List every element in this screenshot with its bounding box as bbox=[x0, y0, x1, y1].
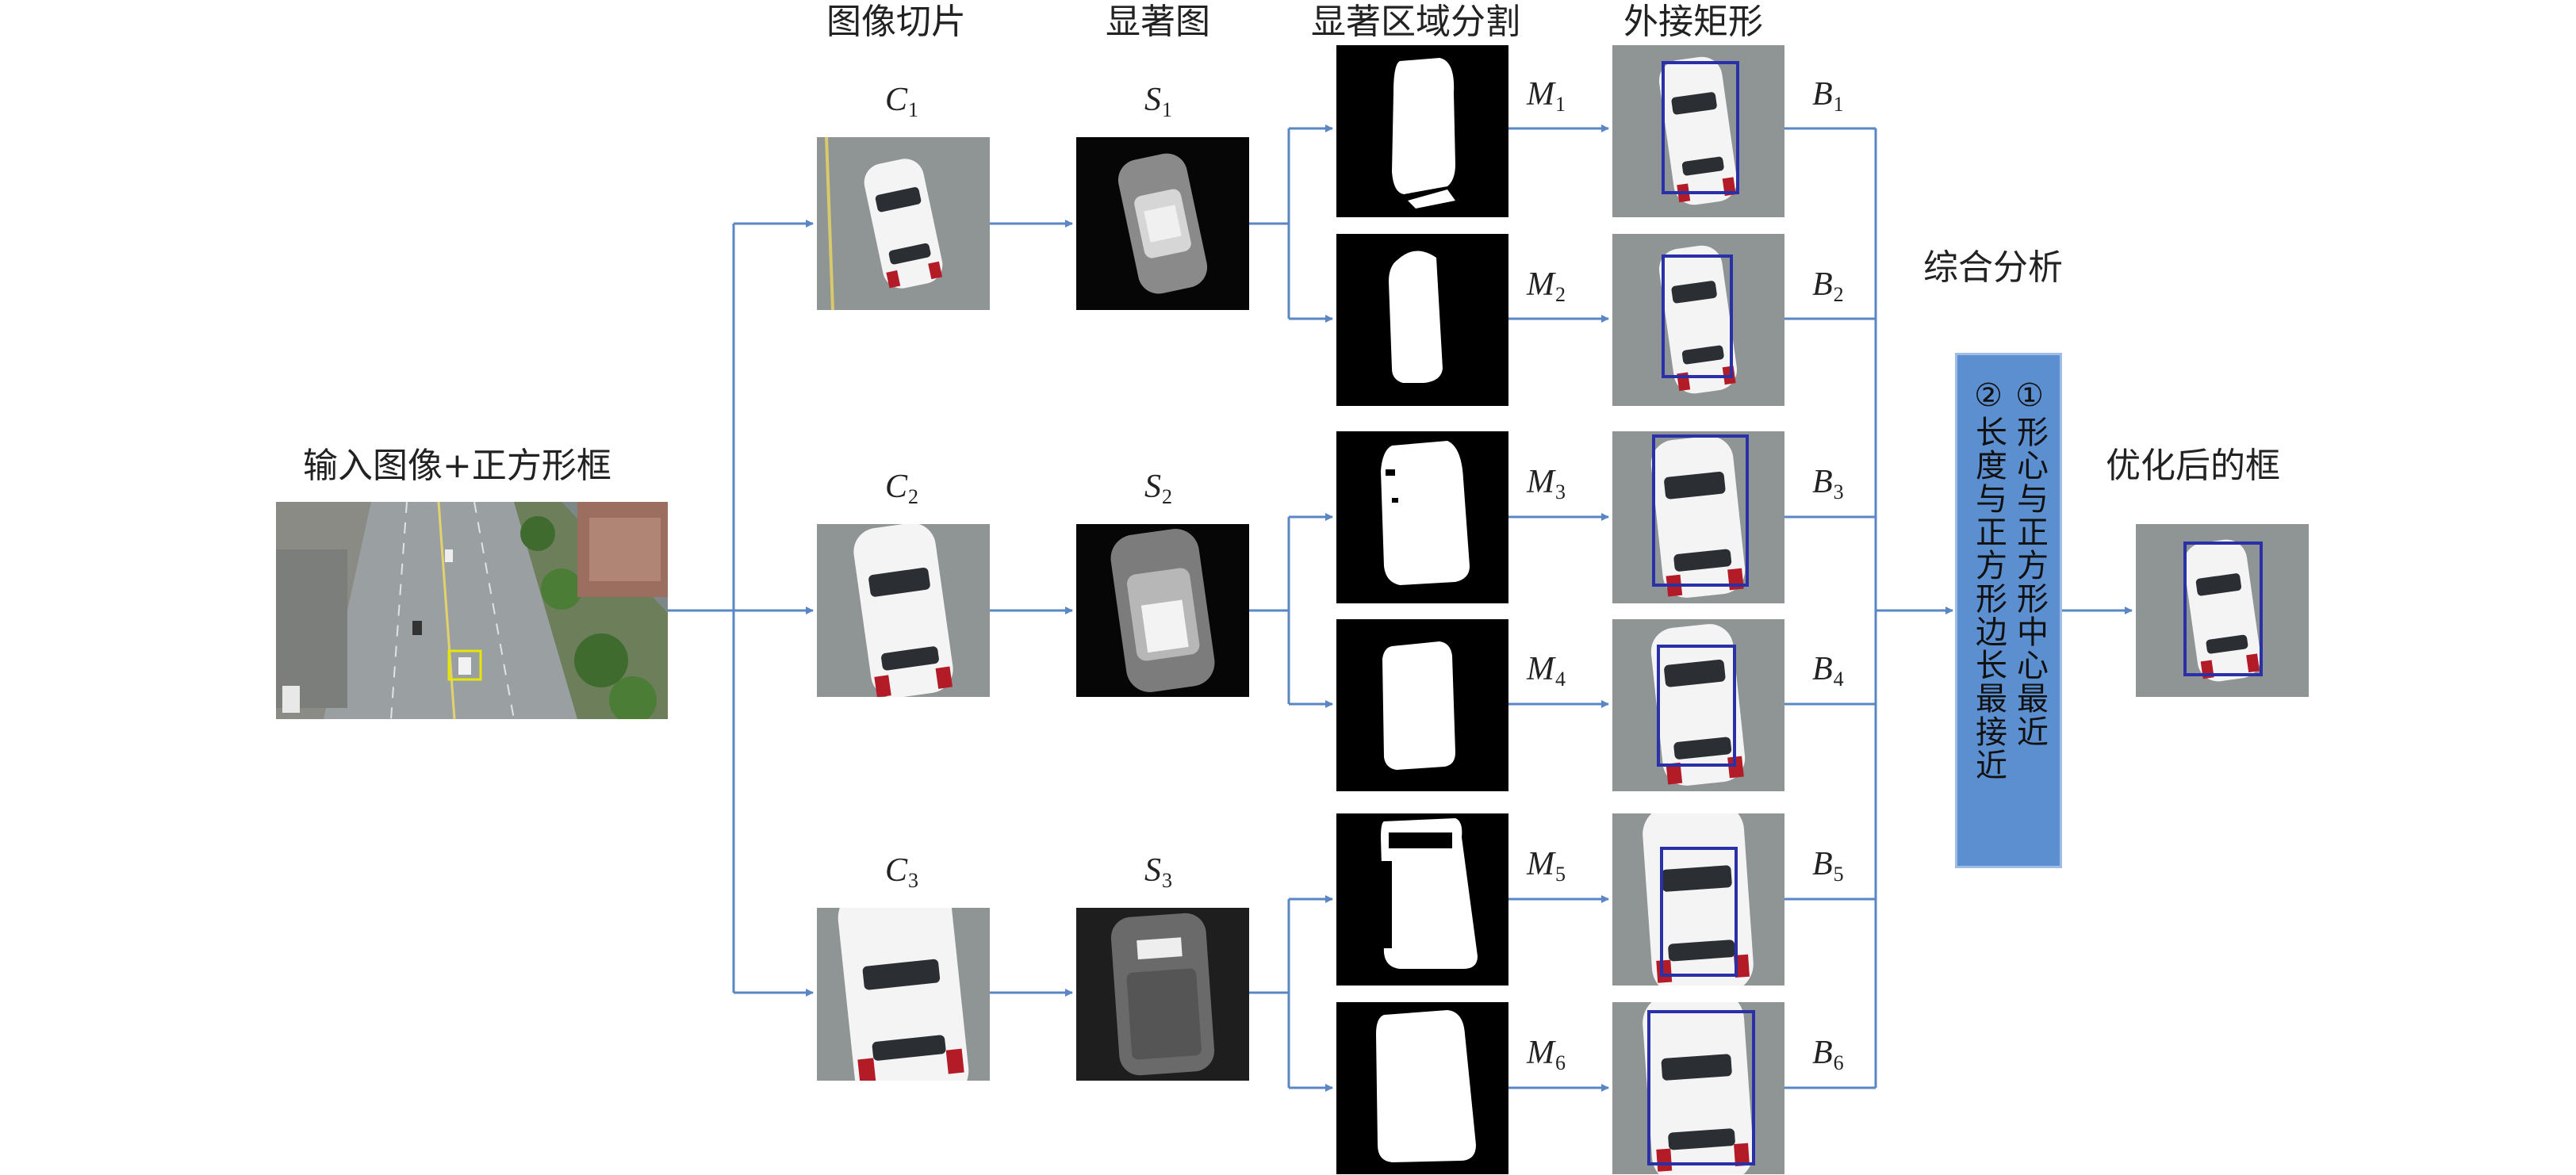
header-salient-segmentation: 显著区域分割 bbox=[1311, 2, 1520, 42]
label-M2: M2 bbox=[1527, 266, 1566, 306]
criterion-2: ②长度与正方形边长最接近 bbox=[1970, 377, 2007, 782]
label-C3: C3 bbox=[885, 852, 919, 892]
label-B6: B6 bbox=[1812, 1035, 1844, 1074]
label-C2: C2 bbox=[885, 469, 919, 508]
analysis-title: 综合分析 bbox=[1923, 247, 2063, 288]
mask-m3 bbox=[1336, 431, 1508, 603]
label-B5: B5 bbox=[1812, 846, 1844, 886]
slice-image-c2 bbox=[817, 524, 990, 697]
input-square-marker bbox=[447, 649, 482, 681]
header-saliency-map: 显著图 bbox=[1106, 2, 1210, 42]
bbox-image-b1 bbox=[1612, 45, 1784, 217]
label-S1: S1 bbox=[1144, 82, 1172, 121]
input-title: 输入图像+正方形框 bbox=[303, 446, 611, 486]
label-M1: M1 bbox=[1527, 76, 1566, 116]
label-B1: B1 bbox=[1812, 76, 1844, 116]
label-M4: M4 bbox=[1527, 651, 1566, 691]
mask-m6 bbox=[1336, 1002, 1508, 1174]
label-M3: M3 bbox=[1527, 464, 1566, 503]
header-image-slice: 图像切片 bbox=[826, 2, 966, 42]
label-C1: C1 bbox=[885, 82, 919, 121]
label-S2: S2 bbox=[1144, 469, 1172, 508]
analysis-criteria-box: ①形心与正方形中心最近 ②长度与正方形边长最接近 bbox=[1955, 353, 2062, 868]
saliency-map-s3 bbox=[1076, 908, 1249, 1081]
label-B2: B2 bbox=[1812, 266, 1844, 306]
label-B3: B3 bbox=[1812, 464, 1844, 503]
label-S3: S3 bbox=[1144, 852, 1172, 892]
label-M6: M6 bbox=[1527, 1035, 1566, 1074]
slice-image-c1 bbox=[817, 137, 990, 310]
output-title: 优化后的框 bbox=[2106, 446, 2280, 486]
header-bounding-rect: 外接矩形 bbox=[1623, 2, 1763, 42]
slice-image-c3 bbox=[817, 908, 990, 1081]
bbox-image-b6 bbox=[1612, 1002, 1784, 1174]
input-image bbox=[276, 502, 668, 719]
output-optimized-image bbox=[2136, 524, 2309, 697]
bbox-image-b3 bbox=[1612, 431, 1784, 603]
mask-m5 bbox=[1336, 813, 1508, 986]
mask-m1 bbox=[1336, 45, 1508, 217]
criterion-1: ①形心与正方形中心最近 bbox=[2011, 377, 2048, 748]
label-B4: B4 bbox=[1812, 651, 1844, 691]
saliency-map-s1 bbox=[1076, 137, 1249, 310]
bbox-image-b2 bbox=[1612, 234, 1784, 406]
mask-m2 bbox=[1336, 234, 1508, 406]
bbox-image-b4 bbox=[1612, 619, 1784, 791]
saliency-map-s2 bbox=[1076, 524, 1249, 697]
bbox-image-b5 bbox=[1612, 813, 1784, 986]
mask-m4 bbox=[1336, 619, 1508, 791]
label-M5: M5 bbox=[1527, 846, 1566, 886]
